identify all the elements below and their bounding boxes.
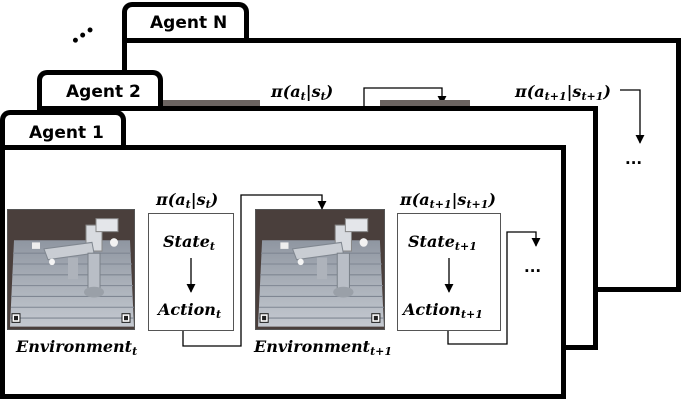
environment-t1-label: Environmentt+1 [254, 337, 393, 358]
agent-1-label: Agent 1 [29, 123, 104, 143]
action-t1-label: Actiont+1 [403, 300, 483, 321]
agent-n-tab [122, 2, 249, 44]
state-t-label: Statet [163, 232, 215, 253]
agent-n-continuation: ... [625, 150, 643, 168]
action-t-label: Actiont [158, 300, 222, 321]
environment-t-image [7, 209, 135, 330]
policy-t-label: π(at|st) [156, 190, 219, 211]
agent-n-label: Agent N [150, 13, 228, 33]
state-t1-label: Statet+1 [408, 232, 477, 253]
policy-t1-label: π(at+1|st+1) [400, 190, 496, 211]
agent-2-label: Agent 2 [66, 82, 141, 102]
environment-t-label: Environmentt [16, 337, 138, 358]
agent-n-policy-t1: π(at+1|st+1) [515, 82, 611, 103]
agent-n-policy-t: π(at|st) [271, 82, 334, 103]
front-continuation: ... [524, 258, 542, 276]
